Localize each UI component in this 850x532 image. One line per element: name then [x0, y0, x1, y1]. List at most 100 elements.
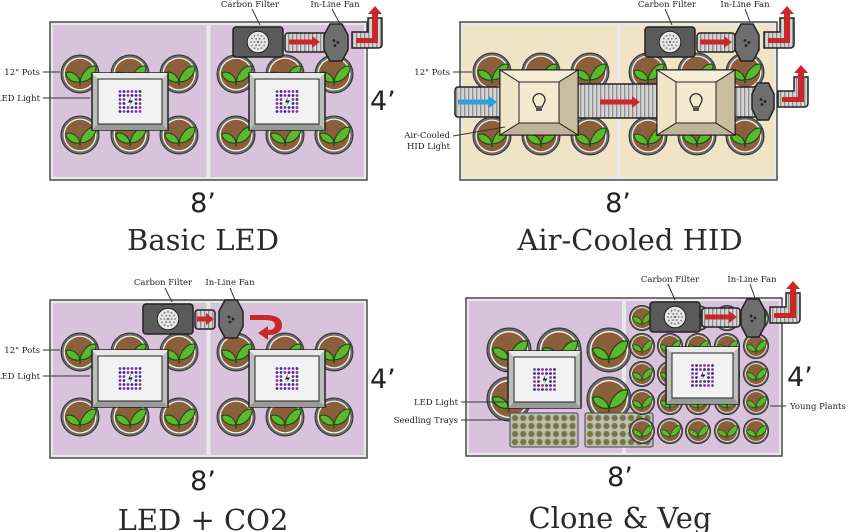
label-seedling-trays: Seedling Trays [394, 416, 458, 426]
seedling-cell [528, 430, 535, 438]
carbon-filter [142, 303, 194, 335]
seedling-cell [569, 438, 576, 446]
airflow-arrow [700, 36, 732, 48]
panel-led-co2: Carbon Filter In-Line Fan 12" Pots LED L… [0, 278, 396, 532]
carbon-filter [649, 301, 701, 333]
seedling-cell [561, 414, 568, 422]
seedling-cell [561, 422, 568, 430]
lightning-icon [285, 373, 290, 384]
exhaust-arrow [356, 6, 382, 43]
seedling-cell [569, 422, 576, 430]
plant-icon [591, 340, 629, 364]
seedling-cell [552, 438, 560, 446]
label-hid-light-line2: HID Light [407, 142, 451, 152]
seedling-cell [611, 414, 618, 422]
plant-icon [65, 65, 97, 86]
leader-line [331, 8, 341, 25]
fan-body [751, 82, 775, 121]
plant-icon [632, 396, 654, 410]
seedling-cell [619, 414, 626, 422]
label-pots: 12" Pots [4, 346, 40, 356]
pot [60, 115, 100, 155]
tent-clone-veg [461, 281, 801, 457]
panel-basic-led: Carbon Filter In-Line Fan 12" Pots LED L… [0, 0, 396, 257]
width-dimension: 8’ [190, 188, 216, 219]
seedling-cell [627, 438, 635, 446]
seedling-cell [611, 430, 618, 438]
seedling-cell [603, 414, 610, 422]
leader-line [749, 283, 756, 299]
exhaust-elbow [351, 6, 383, 49]
led-diode-grid [275, 367, 299, 390]
seedling-tray [509, 412, 579, 448]
intake-arrow [458, 96, 497, 108]
plant-icon [746, 340, 768, 354]
bulb-icon [532, 93, 546, 108]
width-dimension: 8’ [605, 188, 631, 219]
seedling-cell [552, 414, 560, 422]
label-inline-fan: In-Line Fan [727, 275, 777, 285]
seedling-cell [586, 414, 594, 422]
pot [586, 376, 632, 422]
exhaust-elbow [769, 281, 801, 324]
plant-icon [65, 343, 97, 364]
lightning-icon [700, 370, 706, 381]
exhaust-arrow [768, 6, 794, 43]
pot [685, 418, 711, 444]
carbon-filter [644, 26, 696, 58]
plant-icon [575, 63, 607, 84]
pot [743, 389, 769, 415]
pot [629, 333, 655, 359]
plant-icon [164, 126, 196, 147]
airflow-arrow [705, 311, 737, 323]
pot [570, 116, 610, 156]
air-cooled-hid-light [655, 69, 737, 136]
seedling-cell [552, 430, 560, 438]
fan-body [740, 298, 766, 338]
led-light [91, 72, 169, 131]
panel-title: Air-Cooled HID [516, 223, 742, 257]
inline-fan [218, 299, 244, 339]
pot [159, 332, 199, 372]
plant-icon [164, 408, 196, 429]
plant-icon [221, 408, 253, 429]
seedling-cell [569, 430, 576, 438]
label-carbon-filter: Carbon Filter [134, 278, 193, 288]
lightning-icon [285, 96, 290, 107]
panel-title: Clone & Veg [528, 501, 711, 532]
lightning-icon [128, 373, 133, 384]
pot [743, 361, 769, 387]
fan-body [734, 23, 760, 62]
label-young-plants: Young Plants [789, 402, 846, 412]
plant-icon [65, 408, 97, 429]
seedling-cell [552, 422, 560, 430]
seedling-cell [528, 422, 535, 430]
pot [216, 332, 256, 372]
plant-icon [319, 408, 351, 429]
seedling-cell [561, 430, 568, 438]
seedling-cell [544, 430, 551, 438]
led-light [248, 349, 326, 408]
label-led-light: LED Light [0, 372, 41, 382]
inline-fan [740, 298, 766, 338]
seedling-cell [536, 422, 543, 430]
seedling-cell [603, 422, 610, 430]
seedling-cell [627, 414, 635, 422]
plant-icon [221, 343, 253, 364]
carbon-filter [232, 26, 284, 58]
leader-line [164, 287, 173, 303]
inline-fan [751, 82, 775, 121]
tent-air-cooled-hid [452, 6, 809, 181]
pot [743, 418, 769, 444]
seedling-cell [520, 422, 527, 430]
bulb-icon [689, 93, 703, 108]
leader-line [229, 287, 236, 301]
seedling-cell [586, 438, 594, 446]
seedling-cell [528, 414, 535, 422]
pot [714, 418, 740, 444]
seedling-cell [544, 438, 551, 446]
seedling-cell [511, 438, 519, 446]
label-inline-fan: In-Line Fan [310, 0, 360, 10]
tent-basic-led [43, 6, 383, 181]
